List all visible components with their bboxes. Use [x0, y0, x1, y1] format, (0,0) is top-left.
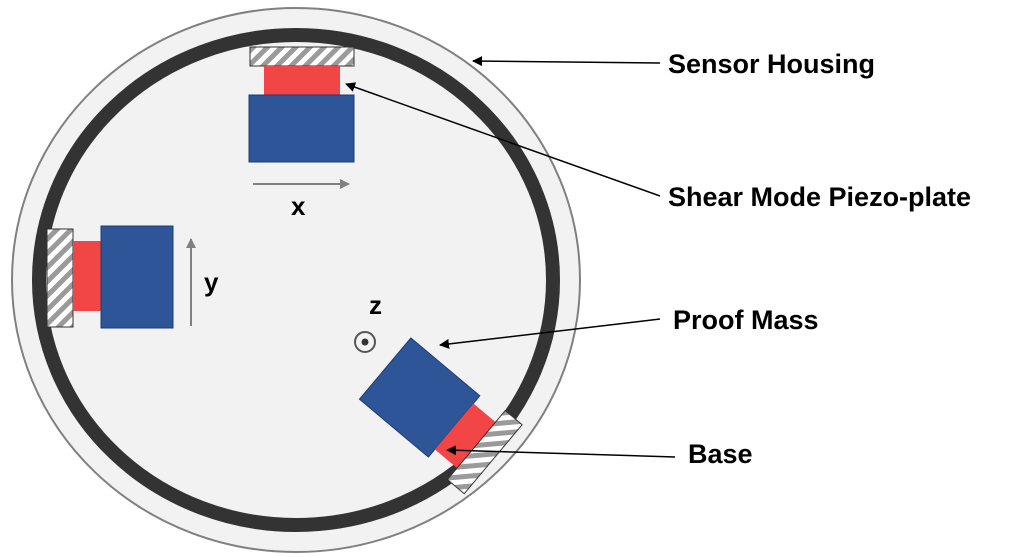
left-mount	[46, 225, 174, 329]
proof-mass-top	[248, 94, 355, 163]
label-sensor-housing: Sensor Housing	[668, 49, 875, 79]
x-axis-label: x	[291, 191, 306, 221]
z-axis-indicator: z	[354, 290, 382, 353]
label-piezo-plate: Shear Mode Piezo-plate	[668, 182, 971, 212]
x-axis-indicator: x	[253, 179, 350, 221]
out-of-plane-dot-icon	[354, 331, 376, 353]
callout-line-sensor-housing	[472, 56, 661, 67]
y-axis-label: y	[204, 267, 219, 297]
proof-mass-left	[100, 225, 174, 329]
bottom-right-mount	[358, 337, 523, 495]
callout-lines	[345, 56, 676, 458]
callout-line-piezo-plate	[345, 82, 661, 197]
base-top	[249, 46, 355, 67]
base-rotated	[446, 409, 523, 495]
base-left	[46, 228, 74, 328]
housing-inner-ring	[32, 28, 560, 532]
label-proof-mass: Proof Mass	[673, 305, 819, 335]
piezo-plate-left	[73, 241, 101, 311]
z-axis-label: z	[369, 290, 382, 320]
top-mount	[248, 46, 355, 163]
callout-line-base	[446, 445, 676, 458]
callout-line-proof-mass	[439, 318, 661, 349]
y-axis-indicator: y	[186, 238, 219, 326]
label-base: Base	[688, 439, 753, 469]
piezo-plate-top	[264, 66, 340, 95]
